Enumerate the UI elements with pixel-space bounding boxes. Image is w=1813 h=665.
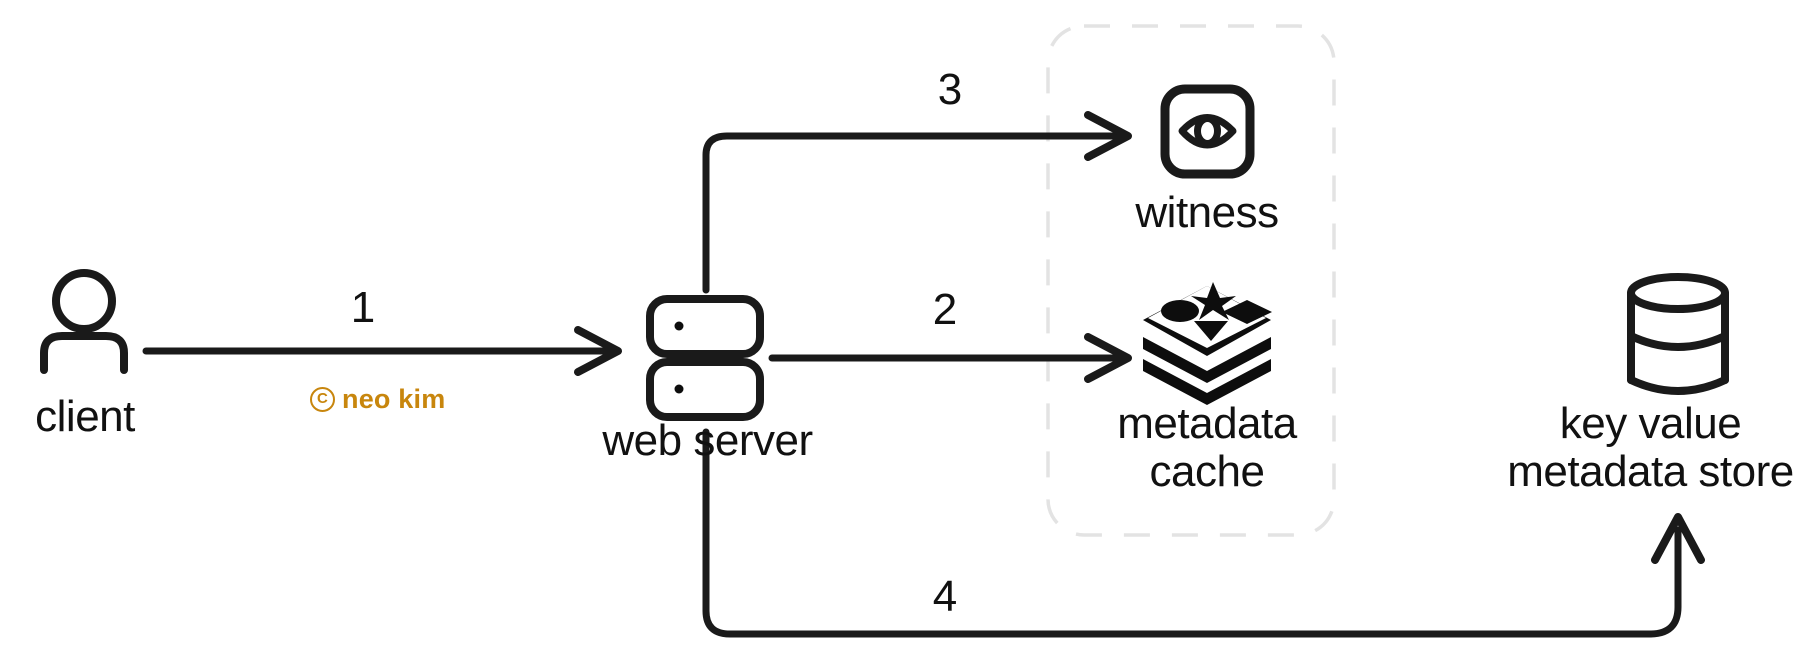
metadata-cache-label-line1: metadata bbox=[1117, 399, 1297, 448]
edge-1-label: 1 bbox=[350, 283, 376, 332]
server-stack-icon bbox=[646, 295, 764, 421]
edge-2-label: 2 bbox=[932, 285, 958, 334]
edge-3-label: 3 bbox=[937, 65, 963, 114]
copyright-icon: C bbox=[310, 387, 335, 412]
user-icon bbox=[40, 269, 128, 374]
edge-2-arrow bbox=[768, 333, 1132, 383]
layers-stack-icon bbox=[1143, 282, 1272, 405]
database-cylinder-icon bbox=[1627, 273, 1729, 395]
watermark-text: neo kim bbox=[342, 384, 446, 414]
watermark: C neo kim bbox=[310, 384, 445, 415]
edge-3-arrow bbox=[702, 111, 1132, 294]
web-server-label: web server bbox=[602, 416, 813, 465]
witness-label: witness bbox=[1135, 188, 1279, 237]
edge-4-arrow bbox=[702, 428, 1705, 638]
edge-1-arrow bbox=[142, 326, 622, 376]
edge-4-label: 4 bbox=[932, 572, 958, 621]
eye-in-box-icon bbox=[1160, 84, 1255, 179]
cache-group-box bbox=[1046, 24, 1336, 537]
metadata-cache-label: metadata cache bbox=[1072, 400, 1342, 495]
key-value-store-label: key value metadata store bbox=[1488, 400, 1813, 495]
metadata-cache-label-line2: cache bbox=[1149, 446, 1265, 496]
key-value-store-label-line2: metadata store bbox=[1507, 446, 1794, 496]
key-value-store-label-line1: key value bbox=[1559, 399, 1742, 448]
client-label: client bbox=[35, 392, 135, 441]
